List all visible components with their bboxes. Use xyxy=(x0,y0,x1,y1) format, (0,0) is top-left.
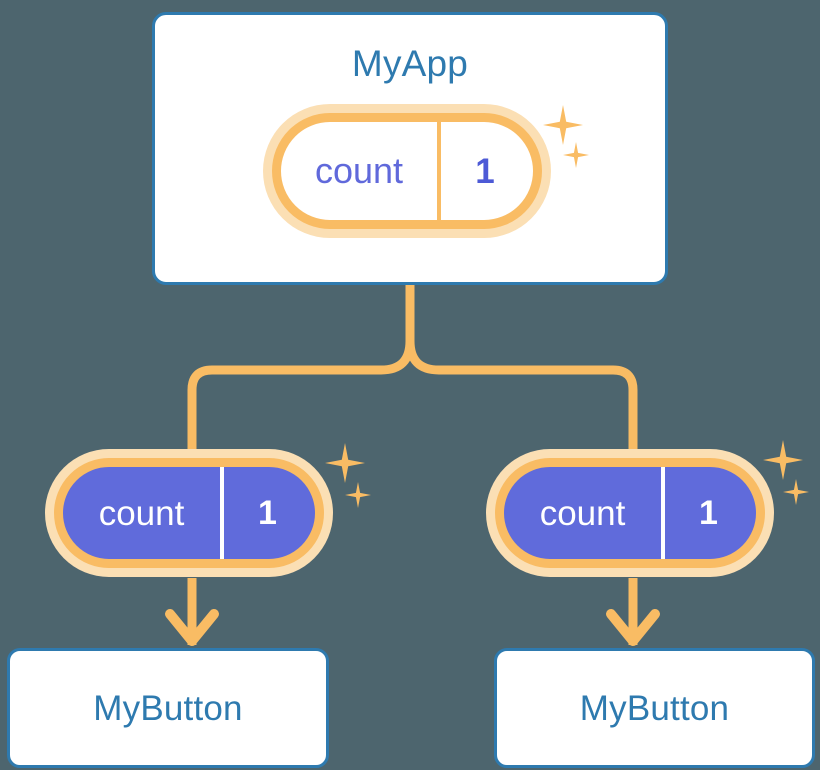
component-label-mybutton: MyButton xyxy=(579,688,730,728)
state-pill-myapp[interactable]: count 1 xyxy=(272,113,542,229)
component-label-myapp: MyApp xyxy=(351,43,469,84)
component-card-mybutton-right[interactable]: MyButton xyxy=(494,648,815,768)
arrow-down-icon-right xyxy=(606,609,660,646)
state-value-label: 1 xyxy=(258,494,277,532)
state-key-label: count xyxy=(281,122,441,220)
state-pill-body: count 1 xyxy=(272,113,542,229)
sparkle-icon xyxy=(783,479,809,505)
state-pill-mybutton-right[interactable]: count 1 xyxy=(495,458,765,568)
sparkle-icon xyxy=(345,482,371,508)
state-pill-body: count 1 xyxy=(54,458,324,568)
component-card-mybutton-left[interactable]: MyButton xyxy=(7,648,329,768)
connector-branch-right xyxy=(405,340,638,468)
arrow-down-icon-left xyxy=(165,609,219,646)
state-key-label: count xyxy=(63,467,224,559)
state-value-label: 1 xyxy=(475,151,495,191)
connector-branch-left xyxy=(187,340,415,468)
sparkle-icon xyxy=(325,443,365,483)
state-pill-body: count 1 xyxy=(495,458,765,568)
sparkle-icon xyxy=(763,440,803,480)
state-pill-mybutton-left[interactable]: count 1 xyxy=(54,458,324,568)
state-key-label: count xyxy=(504,467,665,559)
component-label-mybutton: MyButton xyxy=(93,688,243,728)
state-value-label: 1 xyxy=(699,494,718,532)
